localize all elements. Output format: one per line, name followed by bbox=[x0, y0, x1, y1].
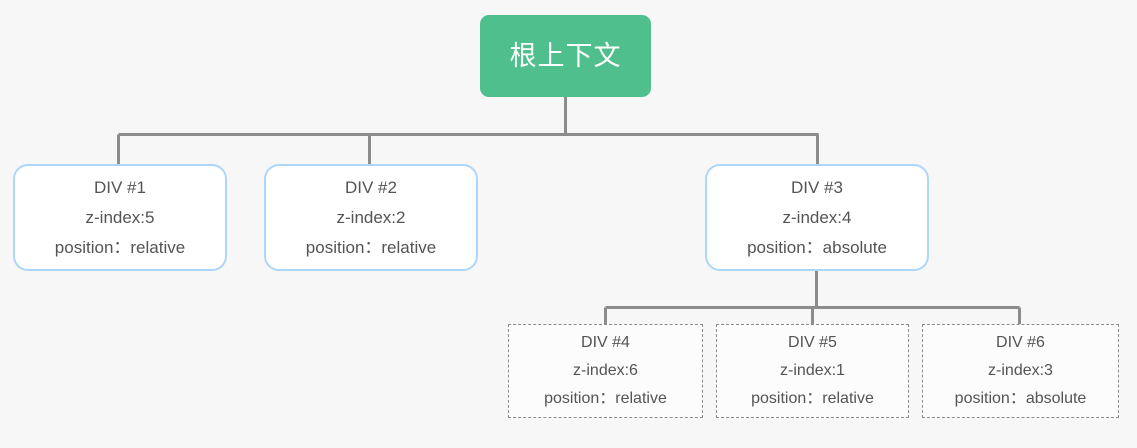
node-div-2-position: position：relative bbox=[305, 237, 437, 257]
node-div-5-zindex: z-index:1 bbox=[780, 362, 845, 379]
node-div-6[interactable]: DIV #6 z-index:3 position：absolute bbox=[922, 324, 1119, 418]
node-div-6-title: DIV #6 bbox=[996, 334, 1045, 351]
node-div-5-title: DIV #5 bbox=[788, 334, 837, 351]
node-div-4-zindex: z-index:6 bbox=[573, 362, 638, 379]
node-div-6-zindex: z-index:3 bbox=[988, 362, 1053, 379]
node-div-6-position: position：absolute bbox=[954, 390, 1087, 407]
node-div-2-title: DIV #2 bbox=[345, 177, 397, 197]
node-div-4-title: DIV #4 bbox=[581, 334, 630, 351]
node-div-1[interactable]: DIV #1 z-index:5 position：relative bbox=[13, 164, 227, 271]
node-div-1-zindex: z-index:5 bbox=[85, 207, 155, 227]
node-div-3[interactable]: DIV #3 z-index:4 position：absolute bbox=[705, 164, 929, 271]
node-div-3-position: position：absolute bbox=[747, 237, 887, 257]
node-root-label: 根上下文 bbox=[509, 41, 622, 71]
node-div-5-position: position：relative bbox=[751, 390, 874, 407]
node-div-4[interactable]: DIV #4 z-index:6 position：relative bbox=[508, 324, 703, 418]
node-div-2[interactable]: DIV #2 z-index:2 position：relative bbox=[264, 164, 478, 271]
node-div-3-title: DIV #3 bbox=[791, 177, 843, 197]
node-div-3-zindex: z-index:4 bbox=[782, 207, 852, 227]
node-div-4-position: position：relative bbox=[544, 390, 667, 407]
node-div-1-title: DIV #1 bbox=[94, 177, 146, 197]
node-div-2-zindex: z-index:2 bbox=[336, 207, 406, 227]
node-div-5[interactable]: DIV #5 z-index:1 position：relative bbox=[716, 324, 909, 418]
node-root-context[interactable]: 根上下文 bbox=[480, 15, 651, 97]
node-div-1-position: position：relative bbox=[54, 237, 186, 257]
